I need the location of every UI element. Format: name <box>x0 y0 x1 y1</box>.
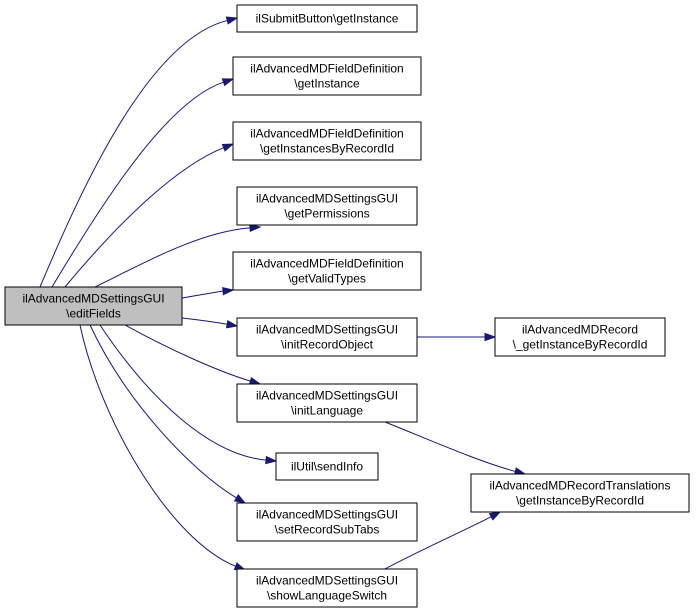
node-label-line: \initRecordObject <box>281 338 374 352</box>
node-box <box>236 317 418 357</box>
arrowhead-n6-n7 <box>484 332 497 342</box>
node-label-line: ilAdvancedMDSettingsGUI <box>256 389 398 403</box>
node-box <box>236 502 418 542</box>
node-n7[interactable]: ilAdvancedMDRecord\_getInstanceByRecordI… <box>494 317 666 357</box>
node-label-line: ilAdvancedMDFieldDefinition <box>250 62 403 76</box>
arrowhead-root-n5 <box>222 286 235 296</box>
arrowhead-root-n8 <box>248 376 262 386</box>
node-label-line: ilAdvancedMDSettingsGUI <box>256 192 398 206</box>
nodes-layer: ilAdvancedMDSettingsGUI\editFieldsilSubm… <box>4 4 690 608</box>
edge-root-n8 <box>124 324 251 382</box>
node-label-line: ilUtil\sendInfo <box>291 460 363 474</box>
node-n5[interactable]: ilAdvancedMDFieldDefinition\getValidType… <box>232 251 422 291</box>
arrowhead-n12-n9 <box>488 511 502 521</box>
arrowhead-root-n6 <box>225 320 239 329</box>
node-n8[interactable]: ilAdvancedMDSettingsGUI\initLanguage <box>236 383 418 423</box>
edge-root-n10 <box>99 324 267 461</box>
node-box <box>236 186 418 226</box>
node-box <box>236 4 418 33</box>
node-n9[interactable]: ilAdvancedMDRecordTranslations\getInstan… <box>470 473 690 513</box>
node-label-line: \getInstanceByRecordId <box>516 494 644 508</box>
edge-root-n3 <box>64 147 224 288</box>
node-box <box>232 251 422 291</box>
node-label-line: \initLanguage <box>291 404 363 418</box>
node-label-line: \getPermissions <box>284 207 369 221</box>
arrowhead-root-n4 <box>249 223 262 233</box>
node-label-line: ilAdvancedMDFieldDefinition <box>250 127 403 141</box>
node-label-line: ilAdvancedMDRecord <box>522 323 638 337</box>
node-box <box>470 473 690 513</box>
node-label-line: ilAdvancedMDFieldDefinition <box>250 257 403 271</box>
node-box <box>4 286 183 326</box>
node-box <box>236 383 418 423</box>
node-label-line: \_getInstanceByRecordId <box>513 338 648 352</box>
edge-n8-n9 <box>384 421 516 472</box>
edge-root-n11 <box>89 324 237 499</box>
node-n2[interactable]: ilAdvancedMDFieldDefinition\getInstance <box>232 56 422 96</box>
arrowhead-root-n11 <box>233 493 247 504</box>
node-label-line: \editFields <box>66 307 121 321</box>
node-label-line: \showLanguageSwitch <box>267 589 387 603</box>
node-root[interactable]: ilAdvancedMDSettingsGUI\editFields <box>4 286 183 326</box>
node-label-line: ilAdvancedMDSettingsGUI <box>256 574 398 588</box>
node-label-line: \setRecordSubTabs <box>275 523 380 537</box>
edge-root-n6 <box>181 317 228 325</box>
node-n3[interactable]: ilAdvancedMDFieldDefinition\getInstances… <box>232 121 422 161</box>
edge-root-n12 <box>79 324 236 567</box>
node-n6[interactable]: ilAdvancedMDSettingsGUI\initRecordObject <box>236 317 418 357</box>
edge-root-n1 <box>39 19 228 288</box>
node-label-line: \getInstance <box>294 77 360 91</box>
node-box <box>236 568 418 608</box>
node-n10[interactable]: ilUtil\sendInfo <box>275 452 379 481</box>
arrowhead-root-n3 <box>221 143 235 152</box>
node-box <box>494 317 666 357</box>
arrowhead-root-n1 <box>225 16 239 25</box>
node-label-line: ilAdvancedMDSettingsGUI <box>256 508 398 522</box>
edges-layer <box>39 16 527 571</box>
node-n1[interactable]: ilSubmitButton\getInstance <box>236 4 418 33</box>
node-box <box>232 56 422 96</box>
node-n11[interactable]: ilAdvancedMDSettingsGUI\setRecordSubTabs <box>236 502 418 542</box>
edge-root-n4 <box>94 227 251 288</box>
node-label-line: ilSubmitButton\getInstance <box>256 12 399 26</box>
node-label-line: \getInstancesByRecordId <box>260 142 394 156</box>
node-n12[interactable]: ilAdvancedMDSettingsGUI\showLanguageSwit… <box>236 568 418 608</box>
node-label-line: ilAdvancedMDSettingsGUI <box>256 323 398 337</box>
node-n4[interactable]: ilAdvancedMDSettingsGUI\getPermissions <box>236 186 418 226</box>
edge-root-n2 <box>51 81 224 288</box>
edge-n12-n9 <box>384 516 492 570</box>
node-label-line: ilAdvancedMDRecordTranslations <box>490 479 671 493</box>
node-box <box>232 121 422 161</box>
node-label-line: ilAdvancedMDSettingsGUI <box>22 292 164 306</box>
arrowhead-root-n10 <box>265 455 278 465</box>
node-box <box>275 452 379 481</box>
arrowhead-root-n2 <box>221 78 235 87</box>
node-label-line: \getValidTypes <box>288 272 366 286</box>
edge-root-n5 <box>181 290 224 299</box>
